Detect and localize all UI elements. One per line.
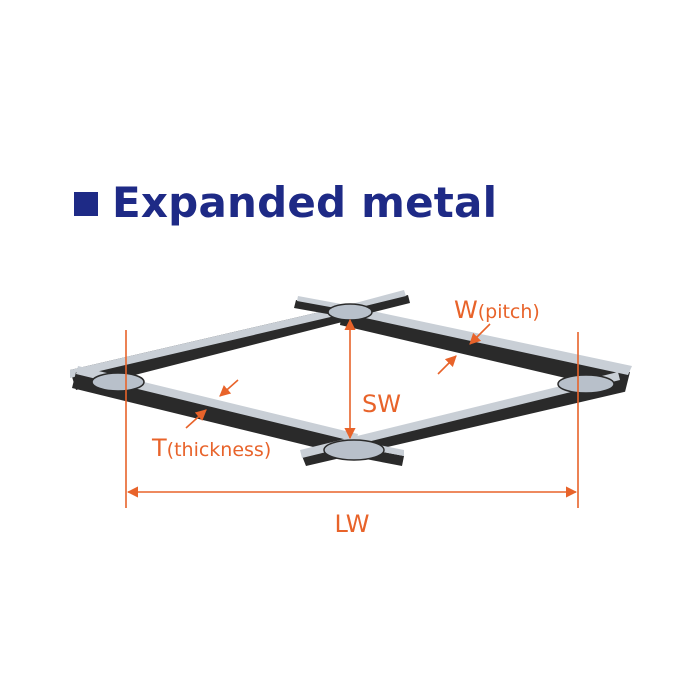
square-bullet-icon bbox=[74, 192, 98, 216]
short-way-label: SW bbox=[362, 390, 401, 418]
node-right bbox=[557, 374, 615, 394]
node-top bbox=[327, 303, 373, 321]
pitch-arrow-outer bbox=[469, 323, 491, 345]
pitch-arrow-inner bbox=[437, 355, 457, 375]
title: Expanded metal bbox=[74, 174, 497, 230]
strand-lower-right bbox=[300, 372, 624, 466]
node-bottom bbox=[323, 439, 385, 461]
thickness-arrow-inner bbox=[185, 409, 207, 429]
pitch-label: W(pitch) bbox=[454, 296, 540, 324]
dimensions bbox=[125, 318, 579, 508]
thickness-label: T(thickness) bbox=[151, 434, 271, 462]
long-way-label: LW bbox=[335, 510, 370, 538]
title-text: Expanded metal bbox=[112, 177, 498, 227]
strand-upper-right bbox=[340, 305, 632, 392]
strand-lower-left bbox=[72, 366, 358, 456]
node-left bbox=[91, 372, 145, 392]
thickness-arrow-outer bbox=[219, 379, 239, 397]
strand-upper-left bbox=[70, 305, 358, 390]
mesh bbox=[70, 290, 632, 466]
